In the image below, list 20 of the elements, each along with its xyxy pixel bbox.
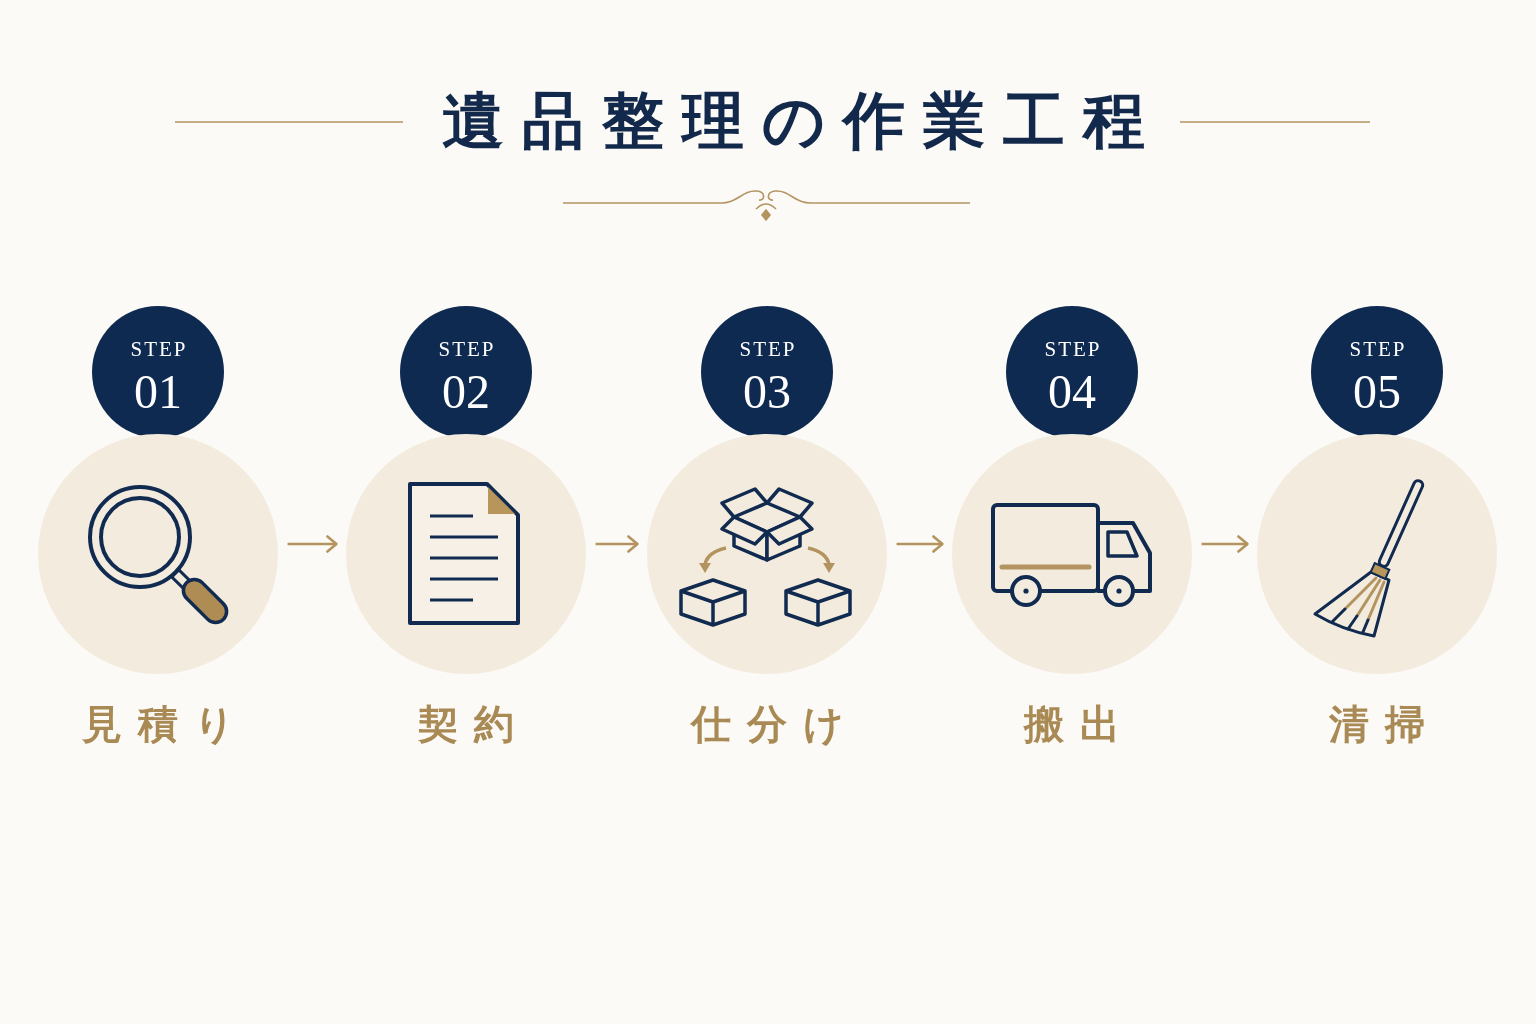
step-caption: STEP — [437, 337, 496, 361]
step-label: 見積り — [80, 699, 251, 749]
step-caption: STEP — [1043, 337, 1102, 361]
step-number: 03 — [743, 366, 791, 418]
step-label: 契約 — [417, 699, 530, 749]
step-number: 04 — [1048, 366, 1096, 418]
step-caption: STEP — [129, 337, 188, 361]
step-caption: STEP — [1348, 337, 1407, 361]
step-label: 清掃 — [1328, 699, 1441, 749]
arrow — [595, 535, 639, 553]
step-label: 搬出 — [1022, 699, 1136, 749]
step-number: 02 — [442, 366, 490, 418]
title: 遺品整理の作業工程 — [440, 83, 1163, 159]
step-number: 01 — [134, 366, 182, 418]
step-number: 05 — [1353, 366, 1401, 418]
step-label: 仕分け — [689, 699, 860, 749]
arrow — [1201, 535, 1249, 553]
step-caption: STEP — [738, 337, 797, 361]
arrow — [287, 535, 338, 553]
arrow — [896, 535, 944, 553]
